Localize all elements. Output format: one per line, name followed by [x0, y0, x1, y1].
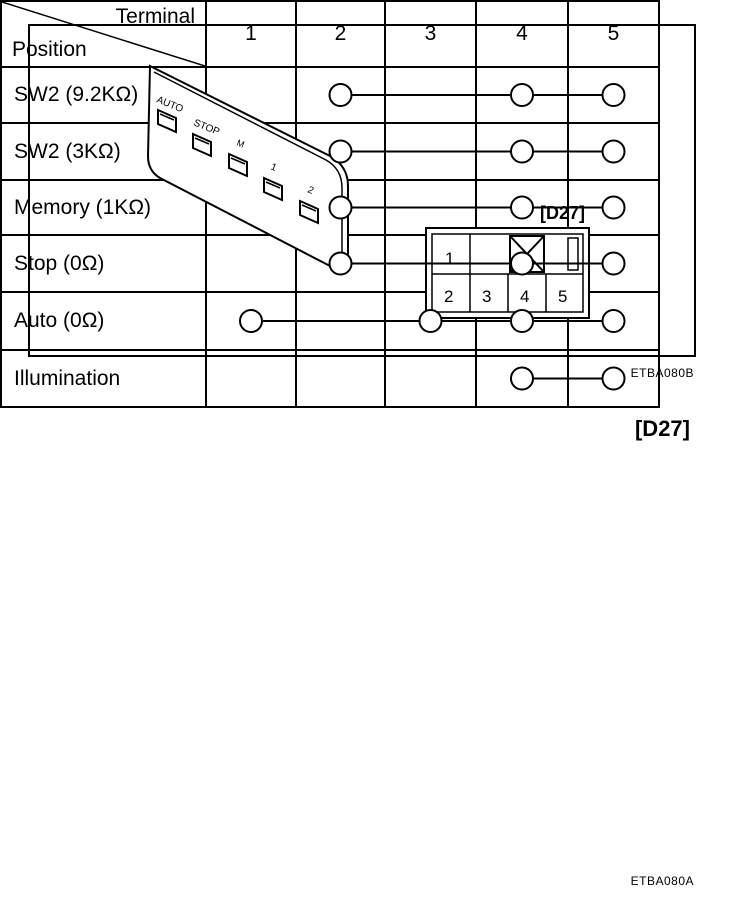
- table-corner-cell: Terminal Position: [0, 0, 207, 68]
- button-label-memory: M: [235, 138, 246, 150]
- connector-tag: [D27]: [540, 203, 585, 223]
- figure-reference-top: ETBA080B: [630, 366, 694, 380]
- pin-label-1: 1: [445, 249, 454, 268]
- connector-key: [567, 237, 579, 271]
- corner-label-terminal: Terminal: [115, 5, 195, 28]
- figure-reference-bottom: ETBA080A: [630, 874, 694, 888]
- row-label: Auto (0Ω): [0, 291, 207, 351]
- button-2[interactable]: [299, 199, 319, 225]
- switch-panel-illustration: AUTO STOP M 1 2 [D27] 1 2 3 4 5: [146, 64, 590, 319]
- button-memory[interactable]: [228, 152, 248, 178]
- terminal-header-2: 2: [295, 0, 386, 68]
- switch-panel-edge: [153, 71, 343, 262]
- pin-label-5: 5: [558, 287, 567, 306]
- button-label-1: 1: [269, 162, 279, 174]
- button-label-2: 2: [306, 185, 316, 197]
- row-label: Illumination: [0, 349, 207, 408]
- terminal-header-3: 3: [384, 0, 477, 68]
- button-stop[interactable]: [192, 132, 212, 158]
- button-1[interactable]: [263, 176, 283, 202]
- pin-label-4: 4: [520, 287, 529, 306]
- row-label: Stop (0Ω): [0, 234, 207, 293]
- terminal-header-4: 4: [475, 0, 569, 68]
- table-row: Illumination: [0, 349, 660, 408]
- table-connector-tag: [D27]: [634, 416, 690, 441]
- figure-frame: AUTO STOP M 1 2 [D27] 1 2 3 4 5: [28, 24, 696, 357]
- table-header-row: Terminal Position 1 2 3 4 5: [0, 0, 660, 68]
- corner-diagonal: [2, 2, 205, 66]
- row-label: Memory (1KΩ): [0, 179, 207, 236]
- pin-label-3: 3: [482, 287, 491, 306]
- terminal-header-1: 1: [205, 0, 297, 68]
- terminal-header-5: 5: [567, 0, 660, 68]
- pin-label-2: 2: [444, 287, 453, 306]
- corner-label-position: Position: [12, 38, 87, 61]
- button-auto[interactable]: [157, 108, 177, 134]
